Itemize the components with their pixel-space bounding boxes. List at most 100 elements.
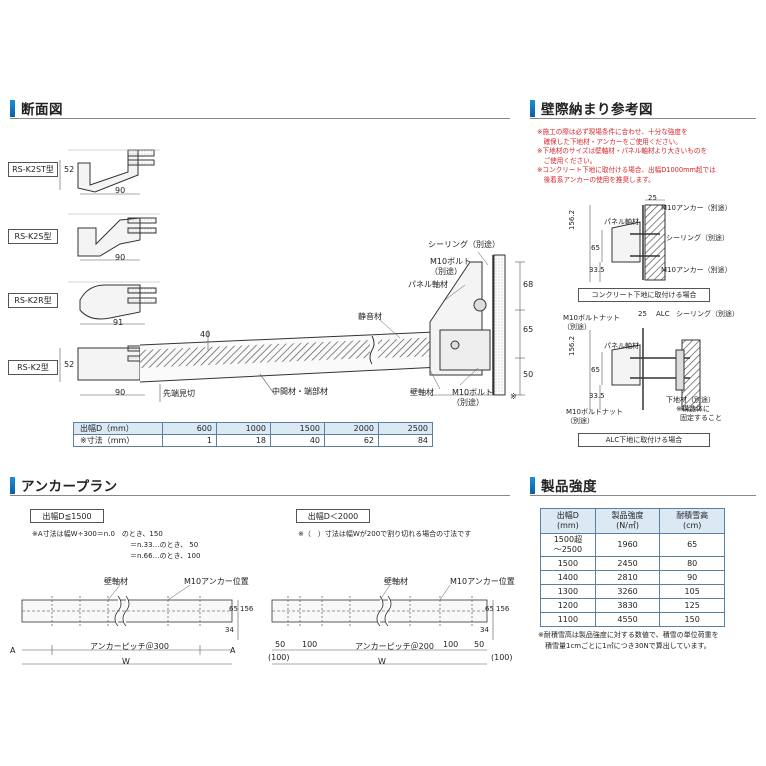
- panel-shaft-label: パネル軸材: [604, 218, 639, 226]
- dim-label: 25: [648, 194, 657, 202]
- dim-label: 100: [302, 640, 318, 649]
- wall-notes: ※施工の際は必ず現場条件に合わせ、十分な強度を 確保した下地材・アンカーをご使用…: [537, 128, 716, 185]
- section-header-cross: 断面図: [10, 98, 63, 118]
- structural-note: ※構造体に: [676, 405, 710, 413]
- table-cell: 150: [659, 612, 725, 627]
- section-bar: [10, 476, 15, 494]
- table-row: ※寸法（mm） 1 18 40 62 84: [73, 434, 433, 447]
- dim-label: 156.2: [568, 335, 576, 356]
- sealing-label: シーリング（別途）: [676, 310, 739, 318]
- table-cell: 62: [324, 434, 379, 447]
- profile-label-k2st: RS-K2ST型: [8, 162, 58, 177]
- section-title-cross: 断面図: [21, 102, 63, 118]
- dim-label: 52: [64, 360, 75, 369]
- m10-anchor-pos-label: M10アンカー位置: [184, 577, 249, 586]
- profile-label-k2r: RS-K2R型: [8, 293, 58, 308]
- note-line: 積雪量1cmごとに1㎡につき30Nで算出しています。: [538, 641, 711, 650]
- m10-nut-label: M10ボルトナット: [563, 314, 620, 322]
- formula-line: ＝n.66…のとき、100: [130, 552, 201, 560]
- mark-label: ※: [510, 392, 517, 401]
- table-cell: 65: [659, 533, 725, 557]
- table-cell: 2000: [324, 422, 379, 435]
- table-row: 出幅D（mm） 600 1000 1500 2000 2500: [73, 422, 433, 435]
- m10-bolt-label: M10ボルト: [430, 257, 472, 266]
- middle-end-label: 中間材・端部材: [272, 387, 328, 396]
- dim-label: 50: [275, 640, 286, 649]
- table-row: 1200 3830 125: [540, 598, 725, 613]
- table-row: 1500超 ～2500 1960 65: [540, 533, 725, 557]
- dimension-table: 出幅D（mm） 600 1000 1500 2000 2500 ※寸法（mm） …: [73, 422, 433, 447]
- table-cell: 1400: [540, 570, 596, 585]
- table-cell: 105: [659, 584, 725, 599]
- dim-label: 156: [240, 605, 254, 613]
- divider: [10, 118, 510, 119]
- m10-anchor-label: M10アンカー（別途）: [661, 204, 732, 212]
- dim-label: 34: [480, 626, 489, 634]
- panel-shaft-label: パネル軸材: [408, 280, 448, 289]
- table-cell: 2810: [594, 570, 661, 585]
- dim-label: 90: [115, 253, 126, 262]
- divider: [530, 118, 756, 119]
- strength-table: 出幅D (mm) 製品強度 (N/㎡) 耐積雪高 (cm) 1500超 ～250…: [540, 508, 725, 627]
- header-text: 製品強度 (N/㎡): [611, 511, 644, 530]
- anchor-plan-right-drawing: [271, 584, 494, 665]
- dim-label: 34: [225, 626, 234, 634]
- table-header-cell: 製品強度 (N/㎡): [594, 508, 661, 534]
- table-cell: 1500: [270, 422, 325, 435]
- m10-bolt2-label: M10ボルト: [452, 388, 494, 397]
- alc-detail-drawing: [589, 328, 701, 411]
- note-line: 後着系アンカーの使用を推奨します。: [537, 175, 655, 184]
- alc-label: ALC: [656, 310, 670, 318]
- profile-rs-k2s: [68, 213, 160, 261]
- w-label: W: [378, 657, 386, 666]
- dim-label: 68: [523, 280, 534, 289]
- structural-note: 固定すること: [680, 414, 722, 422]
- table-cell: 2450: [594, 556, 661, 571]
- section-header-strength: 製品強度: [530, 475, 597, 495]
- table-cell: 1500超 ～2500: [540, 533, 596, 557]
- pitch-label: アンカーピッチ＠200: [355, 642, 434, 651]
- m10-nut-sep-label: （別途）: [563, 323, 591, 331]
- dim-label: 50: [523, 370, 534, 379]
- table-cell: 600: [162, 422, 217, 435]
- dim-label: 33.5: [589, 266, 605, 274]
- table-cell: 3260: [594, 584, 661, 599]
- sound-mat-label: 静音材: [358, 312, 382, 321]
- profile-rs-k2st: [59, 149, 160, 195]
- section-title-wall: 壁際納まり参考図: [541, 102, 653, 118]
- dim-label: 156.2: [568, 209, 576, 230]
- formula-line: ＝n.33…のとき、 50: [130, 541, 199, 549]
- anchor-plan-left-drawing: [21, 584, 239, 665]
- w-label: W: [122, 657, 130, 666]
- dim-label: 65: [229, 605, 238, 613]
- dim-label: 156: [496, 605, 510, 613]
- profile-label-k2: RS-K2型: [8, 360, 58, 375]
- table-cell: 1: [162, 434, 217, 447]
- divider: [530, 495, 756, 496]
- note-line: ご使用ください。: [537, 156, 597, 165]
- dim-label: 90: [115, 388, 126, 397]
- wall-shaft-label: 壁軸材: [410, 388, 434, 397]
- formula-line: ※A寸法は幅W÷300＝n.0 のとき、150: [32, 530, 163, 538]
- divider: [10, 495, 510, 496]
- strength-notes: ※耐積雪高は製品強度に対する数値で、積雪の単位荷重を 積雪量1cmごとに1㎡につ…: [538, 630, 719, 651]
- main-section-drawing: [59, 251, 525, 402]
- dim-label: 65: [523, 325, 534, 334]
- table-row: 1300 3260 105: [540, 584, 725, 599]
- dim-label: 25: [638, 310, 647, 318]
- dim-label: 65: [485, 605, 494, 613]
- dim-label: 33.5: [589, 392, 605, 400]
- concrete-caption: コンクリート下地に取付ける場合: [578, 288, 710, 302]
- note-line: ※耐積雪高は製品強度に対する数値で、積雪の単位荷重を: [538, 631, 719, 639]
- sealing-label: シーリング（別途）: [666, 234, 729, 242]
- section-title-anchor: アンカープラン: [21, 479, 118, 495]
- profile-label-k2s: RS-K2S型: [8, 229, 58, 244]
- table-cell: 1960: [594, 533, 661, 557]
- wall-shaft-label: 壁軸材: [384, 577, 408, 586]
- dim-label: 40: [200, 330, 211, 339]
- note-line: ※下地材のサイズは壁軸材・パネル軸材より大きいものを: [537, 147, 708, 155]
- table-cell: 90: [659, 570, 725, 585]
- panel-shaft-label: パネル軸材: [604, 342, 639, 350]
- section-bar: [530, 476, 535, 494]
- table-cell: 1000: [216, 422, 271, 435]
